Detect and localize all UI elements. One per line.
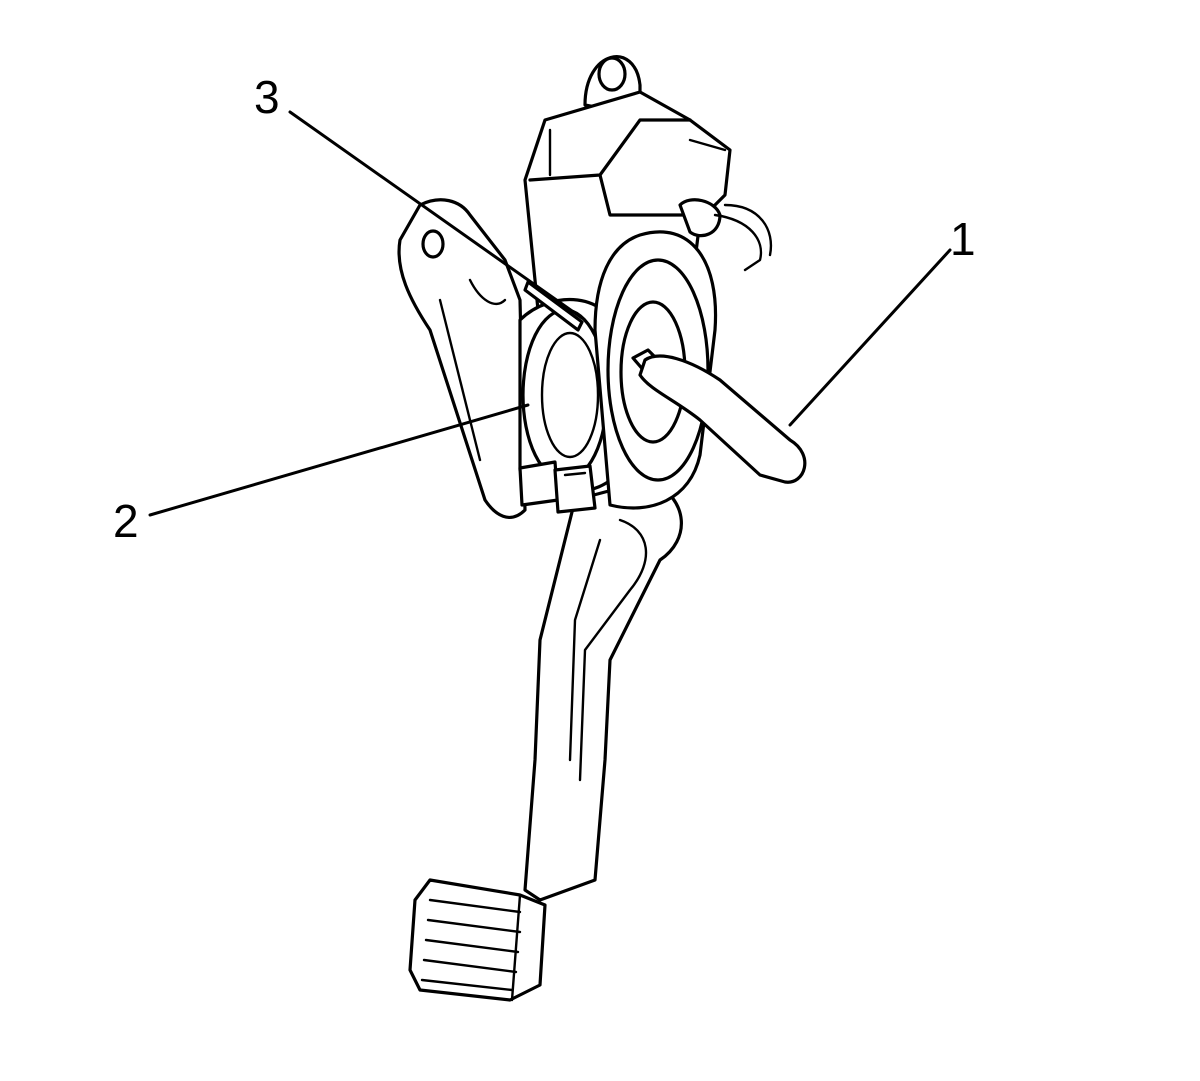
callout-3: 3: [254, 71, 280, 123]
leader-line-3: [288, 110, 584, 320]
leader-line-2: [148, 403, 530, 517]
leader-line-1: [788, 248, 952, 427]
callout-labels: 1 2 3: [113, 71, 976, 547]
callout-2: 2: [113, 495, 139, 547]
pedal-pad: [408, 878, 547, 1002]
callout-1: 1: [950, 213, 976, 265]
alignment-pin: [523, 280, 584, 332]
top-mounting-tab: [583, 55, 642, 112]
leader-lines: [148, 110, 952, 517]
mounting-bracket: [397, 198, 527, 519]
connector: [518, 460, 597, 514]
pedal-arm: [523, 478, 683, 902]
alignment-tool: [631, 348, 807, 484]
